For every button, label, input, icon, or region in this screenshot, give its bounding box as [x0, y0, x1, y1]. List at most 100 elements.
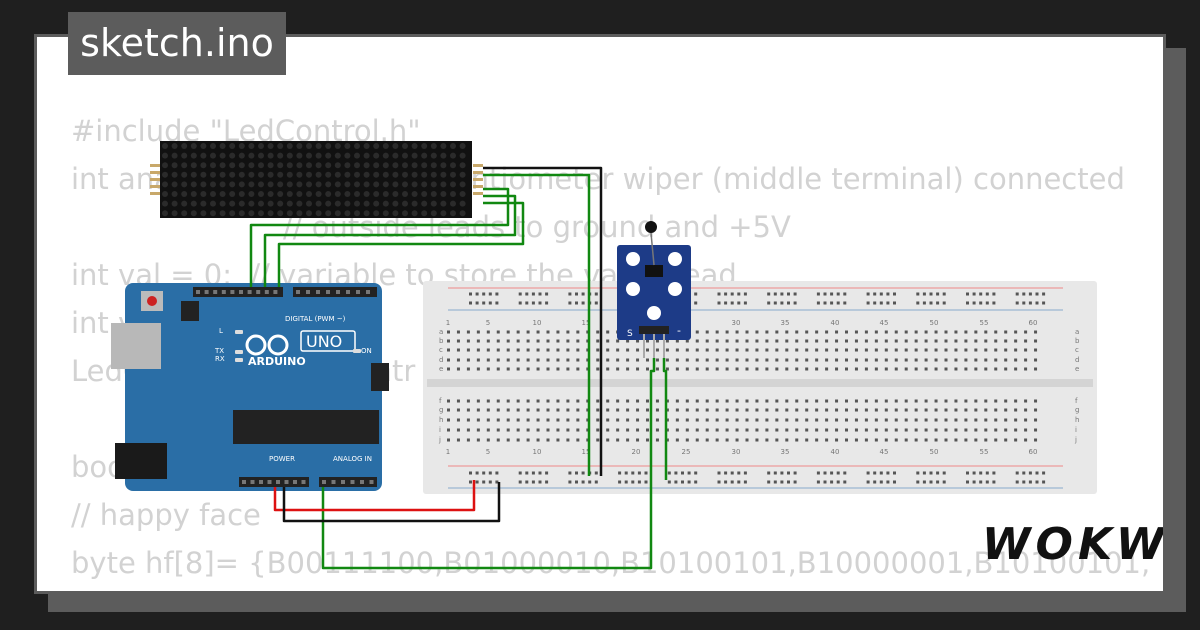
led-dot	[363, 152, 370, 159]
rail-hole	[773, 292, 777, 296]
led-dot	[325, 152, 332, 159]
led-matrix	[160, 141, 472, 218]
breadboard-hole	[934, 339, 938, 343]
breadboard-hole	[974, 438, 978, 442]
breadboard-hole	[914, 330, 918, 334]
breadboard-hole	[864, 348, 868, 352]
breadboard-hole	[864, 438, 868, 442]
breadboard-hole	[1004, 408, 1008, 412]
breadboard-hole	[845, 408, 848, 412]
led-dot	[325, 210, 332, 217]
breadboard-hole	[665, 418, 669, 422]
led-dot	[277, 191, 284, 197]
breadboard-hole	[815, 367, 819, 371]
rail-hole	[836, 301, 840, 305]
led-dot	[334, 181, 341, 188]
breadboard-hole	[685, 367, 689, 371]
rail-hole	[886, 292, 890, 296]
led-dot	[286, 152, 293, 159]
breadboard-hole	[496, 358, 500, 362]
led-dot	[392, 181, 399, 188]
breadboard-hole	[476, 339, 480, 343]
breadboard-hole	[845, 339, 848, 343]
rail-hole	[787, 292, 790, 296]
breadboard-hole	[606, 399, 610, 403]
breadboard-hole	[775, 438, 779, 442]
rail-hole	[966, 292, 969, 296]
mounting-hole	[647, 306, 661, 320]
led-dot	[344, 171, 351, 178]
led-dot	[325, 181, 332, 188]
breadboard-hole	[845, 367, 848, 371]
led-dot	[363, 143, 370, 149]
led-dot	[382, 210, 389, 217]
rail-hole	[724, 301, 728, 305]
breadboard-hole	[1004, 428, 1008, 432]
breadboard-hole	[506, 339, 510, 343]
breadboard-hole	[705, 399, 709, 403]
breadboard-hole	[934, 438, 938, 442]
rail-hole	[737, 480, 741, 484]
breadboard-hole	[695, 358, 699, 362]
led-dot	[286, 200, 293, 207]
breadboard-hole	[745, 438, 749, 442]
breadboard-hole	[655, 339, 659, 343]
breadboard-hole	[646, 408, 649, 412]
led-dot	[238, 143, 245, 149]
breadboard-hole	[755, 348, 759, 352]
breadboard-hole	[695, 438, 699, 442]
breadboard-hole	[765, 330, 769, 334]
rail-hole	[966, 480, 969, 484]
header-pin	[276, 480, 280, 484]
breadboard-hole	[894, 358, 898, 362]
led-dot	[181, 143, 188, 149]
rail-hole	[1028, 480, 1032, 484]
led-dot	[334, 143, 341, 149]
breadboard-hole	[705, 339, 709, 343]
led-dot	[430, 191, 437, 197]
breadboard-hole	[1024, 358, 1028, 362]
breadboard-hole	[616, 418, 620, 422]
rail-hole	[1015, 301, 1019, 305]
breadboard-hole	[785, 428, 789, 432]
breadboard-hole	[1014, 399, 1018, 403]
breadboard-hole	[655, 418, 659, 422]
breadboard-hole	[785, 358, 789, 362]
breadboard-hole	[1034, 367, 1038, 371]
breadboard-hole	[785, 330, 789, 334]
file-title[interactable]: sketch.ino	[68, 12, 286, 75]
status-led	[235, 358, 243, 362]
on-label: ON	[361, 347, 372, 355]
rail-hole	[618, 480, 622, 484]
breadboard-hole	[994, 348, 998, 352]
breadboard-hole	[546, 358, 550, 362]
led-dot	[392, 152, 399, 159]
breadboard	[423, 281, 1097, 494]
breadboard-hole	[546, 330, 550, 334]
led-dot	[248, 191, 255, 197]
breadboard-hole	[506, 418, 510, 422]
breadboard-hole	[476, 358, 480, 362]
matrix-pin	[473, 171, 483, 174]
breadboard-hole	[884, 330, 888, 334]
breadboard-hole	[646, 399, 649, 403]
rail-hole	[482, 292, 486, 296]
led-dot	[450, 171, 456, 178]
led-dot	[200, 181, 207, 188]
rail-hole	[568, 301, 572, 305]
led-dot	[200, 152, 207, 159]
header-pin	[230, 290, 235, 294]
rail-hole	[518, 471, 522, 475]
breadboard-hole	[944, 408, 948, 412]
led-dot	[210, 171, 216, 178]
column-label: 10	[533, 319, 542, 327]
breadboard-hole	[626, 339, 630, 343]
breadboard-hole	[556, 358, 560, 362]
led-dot	[286, 143, 293, 149]
breadboard-hole	[765, 418, 769, 422]
led-dot	[325, 200, 332, 207]
breadboard-hole	[626, 367, 630, 371]
breadboard-hole	[636, 428, 640, 432]
rail-hole	[942, 471, 946, 475]
breadboard-hole	[705, 438, 709, 442]
